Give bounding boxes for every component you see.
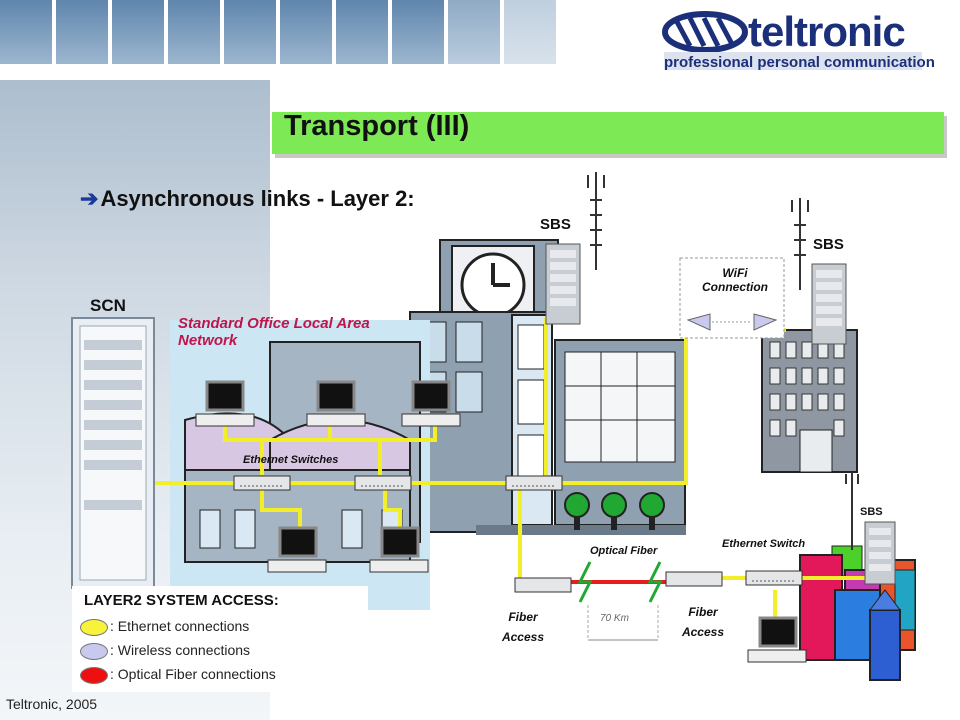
footer-text: Teltronic, 2005: [6, 696, 98, 712]
wifi-connection-box: [679, 257, 785, 339]
fiber-access-unit-icon: [514, 577, 572, 593]
distance-label: 70 Km: [600, 613, 629, 624]
lightning-icon: [577, 561, 663, 603]
legend-panel: [72, 586, 368, 692]
sbs-label: SBS: [813, 236, 844, 253]
sbs-cabinet-icon: [545, 243, 581, 325]
sbs-label: SBS: [540, 216, 571, 233]
wireless-swatch-icon: [80, 642, 108, 660]
legend-item-wireless: : Wireless connections: [80, 640, 250, 660]
subtitle-text: Asynchronous links - Layer 2:: [100, 186, 415, 211]
computer-icon: [195, 380, 255, 427]
city-buildings: [799, 545, 916, 681]
trees: [564, 492, 665, 530]
page-title: Transport (III): [284, 110, 470, 142]
fiber-access-unit-icon: [665, 571, 723, 587]
scn-label: SCN: [90, 296, 126, 315]
arrow-icon: ➔: [80, 186, 99, 211]
ethernet-switch-icon: [745, 570, 803, 586]
computer-icon: [401, 380, 461, 427]
legend-item-ethernet: : Ethernet connections: [80, 616, 249, 636]
sbs-cabinet-icon: [811, 263, 847, 345]
sbs-building: [761, 329, 858, 473]
ethernet-switch-icon: [354, 475, 412, 491]
legend-item-optical: : Optical Fiber connections: [80, 664, 276, 684]
ethernet-switch-label: Ethernet Switch: [722, 538, 806, 550]
logo-tagline: professional personal communication: [664, 54, 935, 71]
logo-text: teltronic: [748, 8, 906, 55]
sbs-label: SBS: [860, 506, 883, 518]
antenna-icon: [791, 198, 809, 290]
antenna-icon: [845, 472, 859, 550]
antenna-icon: [587, 172, 605, 270]
ethernet-switches-label: Ethernet Switches: [243, 454, 339, 466]
computer-icon: [369, 526, 429, 573]
sbs-cabinet-icon: [864, 521, 896, 585]
ethernet-swatch-icon: [80, 618, 108, 636]
scn-cabinet-icon: [71, 317, 155, 589]
subtitle: ➔Asynchronous links - Layer 2:: [80, 186, 415, 212]
ethernet-switch-icon: [505, 475, 563, 491]
header-strip: [0, 0, 960, 80]
ethernet-links: [155, 318, 880, 618]
optical-fiber-label: Optical Fiber: [590, 545, 658, 557]
computer-icon: [267, 526, 327, 573]
ethernet-switch-icon: [233, 475, 291, 491]
computer-icon: [306, 380, 366, 427]
teltronic-logo-icon: [662, 11, 748, 53]
optical-swatch-icon: [80, 666, 108, 684]
legend-title: LAYER2 SYSTEM ACCESS:: [84, 592, 279, 609]
computer-icon: [747, 616, 807, 663]
title-bar: [272, 112, 944, 154]
